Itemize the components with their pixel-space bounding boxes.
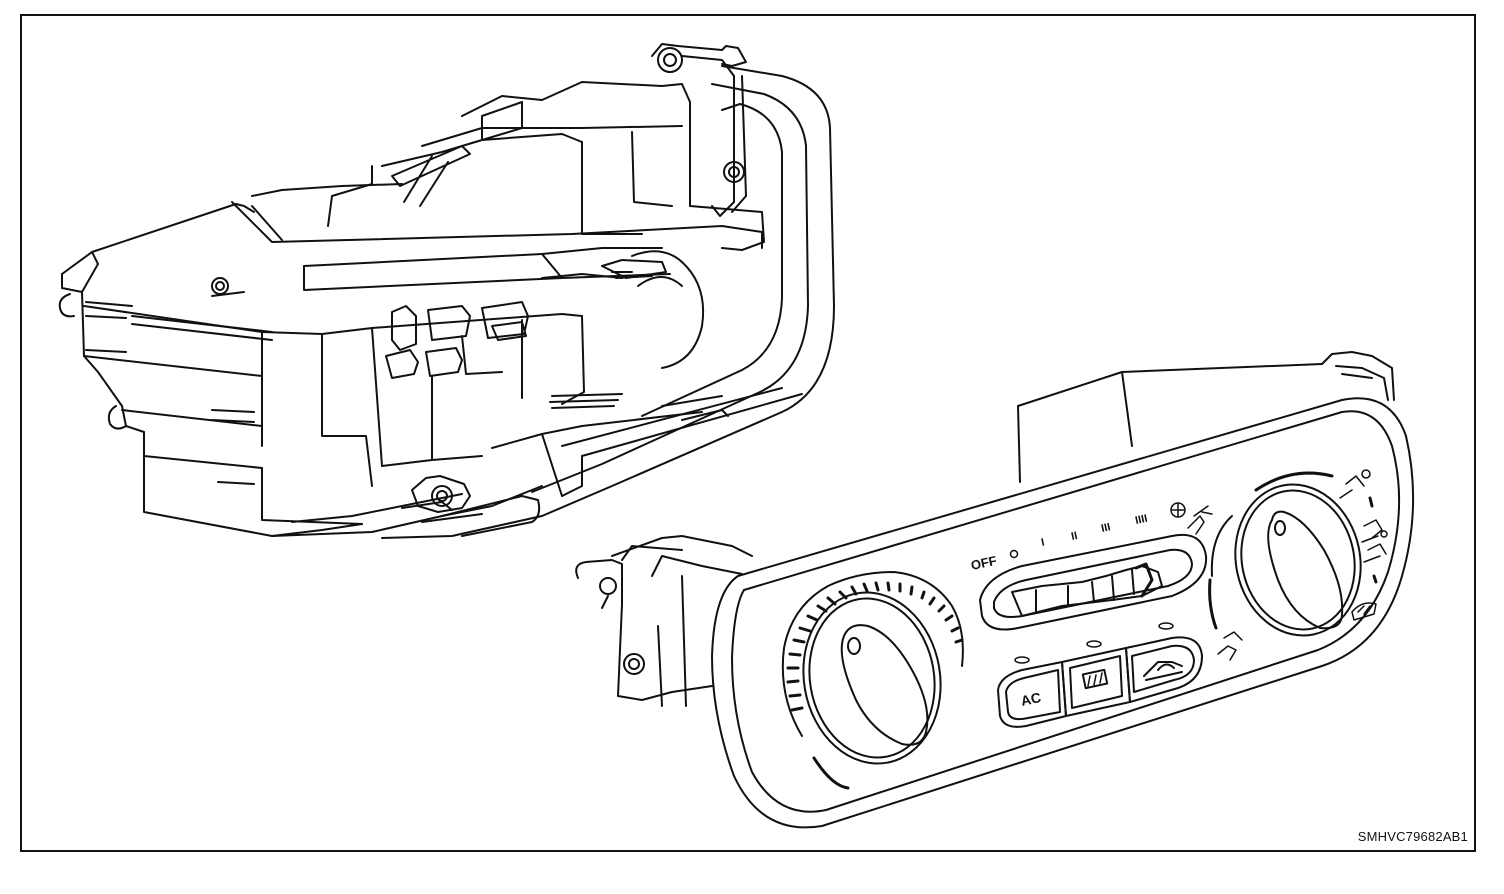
fan-speed-label-2: II [1070,530,1078,543]
vent-face-icon [1187,505,1213,535]
vent-feet-icon [1339,469,1371,499]
ac-button-label: AC [1019,689,1042,709]
mode-dial[interactable] [1187,469,1388,661]
fan-speed-slider[interactable] [979,534,1208,631]
fan-icon [1170,502,1186,518]
hvac-control-diagram: OFF I II III IIII AC [58,43,1415,829]
vent-face-feet-icon [1361,519,1388,543]
front-control-panel: OFF I II III IIII AC [575,351,1415,829]
fan-speed-label-4: IIII [1134,513,1148,527]
ac-button[interactable]: AC [997,661,1067,728]
rear-defrost-button[interactable] [1061,647,1131,717]
fan-speed-scale: OFF I II III IIII [970,502,1186,573]
vent-floor-icon [1217,631,1243,661]
fan-speed-label-1: I [1040,537,1045,549]
recirculation-icon [1143,661,1183,681]
defrost-feet-icon [1363,543,1387,563]
recirculation-button[interactable] [1125,636,1203,703]
figure-reference-code: SMHVC79682AB1 [1357,829,1468,844]
figure-frame: OFF I II III IIII AC [20,14,1476,852]
windshield-defrost-icon [1351,602,1377,621]
rear-housing-assembly [58,43,835,539]
temperature-dial[interactable] [781,571,964,790]
fan-speed-label-3: III [1100,521,1111,535]
fan-speed-label-off: OFF [970,553,999,573]
rear-defrost-icon [1081,668,1109,690]
